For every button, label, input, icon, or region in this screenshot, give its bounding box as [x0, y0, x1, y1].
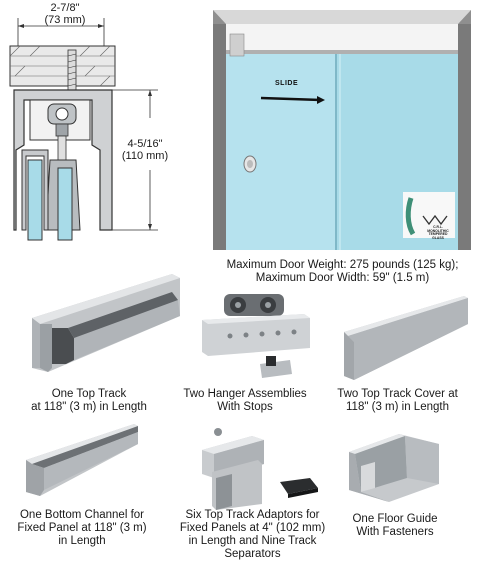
height-dimension-metric: (110 mm): [121, 150, 169, 162]
hanger-assembly-image: [202, 294, 310, 378]
bottom-channel-caption-line-1: One Bottom Channel for: [19, 509, 144, 521]
floor-guide-image: [349, 434, 439, 502]
track-adaptors-caption: Six Top Track Adaptors for Fixed Panels …: [160, 509, 345, 561]
hanger-assemblies-caption: Two Hanger Assemblies With Stops: [180, 388, 310, 414]
bottom-channel-caption: One Bottom Channel for Fixed Panel at 11…: [2, 509, 162, 548]
adaptors-caption-line-1: Six Top Track Adaptors for: [185, 509, 320, 521]
door-installation-photo: SLIDE C.R.L. MONOLITHIC TEMPERED GLASS: [213, 10, 471, 250]
adaptors-caption-line-2: Fixed Panels at 4" (102 mm): [179, 522, 326, 534]
badge-line-4: GLASS: [432, 235, 444, 240]
badge-line-2: MONOLITHIC: [427, 228, 449, 233]
width-dimension-imperial: 2-7/8": [50, 2, 80, 14]
door-photo-svg: [213, 10, 471, 250]
top-track-image: [32, 274, 180, 372]
adaptors-caption-line-3: in Length and Nine Track Separators: [188, 535, 317, 560]
width-dimension-label: 2-7/8" (73 mm): [30, 2, 100, 26]
cross-section-svg: [9, 18, 158, 241]
door-specs: Maximum Door Weight: 275 pounds (125 kg)…: [205, 259, 480, 285]
track-adaptors-image: [202, 428, 318, 510]
bottom-channel-image: [26, 424, 138, 496]
cross-section-drawing: 2-7/8" (73 mm) 4-5/16" (110 mm): [0, 0, 175, 245]
glass-badge: C.R.L. MONOLITHIC TEMPERED GLASS: [422, 225, 454, 240]
hanger-caption-line-1: Two Hanger Assemblies: [183, 388, 307, 400]
badge-line-3: TEMPERED: [428, 232, 448, 237]
slide-label: SLIDE: [275, 80, 299, 87]
spec-max-width: Maximum Door Width: 59" (1.5 m): [255, 272, 430, 284]
height-dimension-imperial: 4-5/16": [127, 138, 163, 150]
top-track-cover-caption: Two Top Track Cover at 118" (3 m) in Len…: [325, 388, 470, 414]
top-track-caption-line-1: One Top Track: [51, 388, 127, 400]
spec-max-weight: Maximum Door Weight: 275 pounds (125 kg)…: [226, 259, 459, 271]
hanger-caption-line-2: With Stops: [217, 401, 273, 413]
bottom-channel-caption-line-3: in Length: [58, 535, 106, 547]
top-track-cover-image: [344, 296, 468, 380]
floor-guide-caption-line-2: With Fasteners: [356, 526, 434, 538]
track-cover-caption-line-1: Two Top Track Cover at: [337, 388, 458, 400]
track-cover-caption-line-2: 118" (3 m) in Length: [346, 401, 449, 413]
height-dimension-label: 4-5/16" (110 mm): [115, 138, 175, 162]
top-track-caption-line-2: at 118" (3 m) in Length: [31, 401, 147, 413]
floor-guide-caption: One Floor Guide With Fasteners: [330, 513, 460, 539]
floor-guide-caption-line-1: One Floor Guide: [352, 513, 438, 525]
top-track-caption: One Top Track at 118" (3 m) in Length: [14, 388, 164, 414]
width-dimension-metric: (73 mm): [44, 14, 86, 26]
bottom-channel-caption-line-2: Fixed Panel at 118" (3 m): [17, 522, 147, 534]
badge-line-1: C.R.L.: [433, 225, 443, 229]
